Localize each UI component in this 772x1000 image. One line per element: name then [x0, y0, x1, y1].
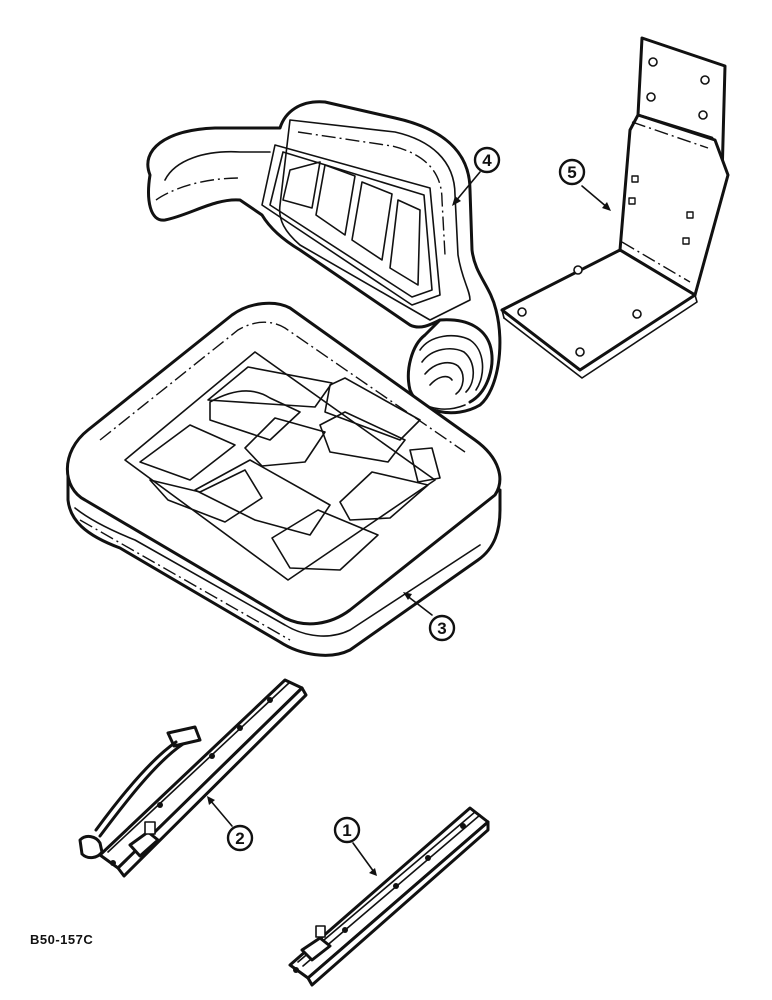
seat-backrest	[146, 100, 502, 415]
callout-1: 1	[333, 816, 377, 876]
callout-label-3: 3	[437, 619, 446, 638]
seat-cushion	[65, 301, 502, 657]
callout-4: 4	[452, 146, 501, 206]
callout-label-5: 5	[567, 163, 576, 182]
figure-code: B50-157C	[30, 932, 94, 947]
callout-3: 3	[403, 592, 456, 642]
slide-rail-plain	[288, 806, 490, 987]
slide-rail-with-lever	[78, 678, 308, 878]
callout-label-1: 1	[342, 821, 351, 840]
callout-5: 5	[558, 158, 611, 211]
mounting-bracket	[500, 36, 730, 379]
callout-label-4: 4	[482, 151, 492, 170]
callout-label-2: 2	[235, 829, 244, 848]
callout-2: 2	[207, 796, 254, 852]
